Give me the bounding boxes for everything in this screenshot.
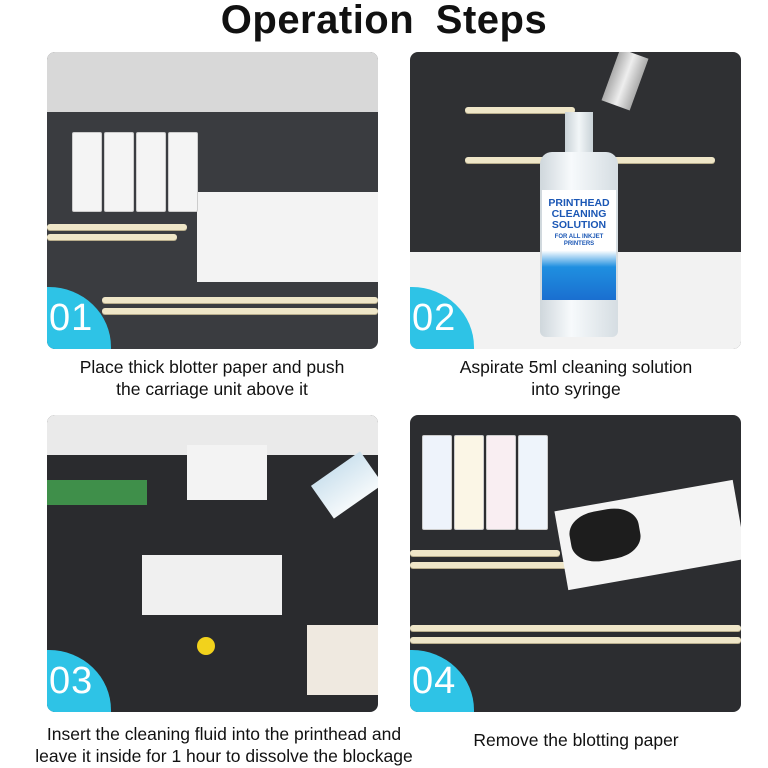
caption-line: leave it inside for 1 hour to dissolve t… — [35, 746, 413, 766]
caption-line: Insert the cleaning fluid into the print… — [46, 724, 402, 744]
step-number-badge: 03 — [47, 650, 111, 712]
caption-line: Place thick blotter paper and push — [79, 357, 345, 377]
step-1-photo: 01 — [47, 52, 378, 349]
label-text: PRINTHEAD — [548, 197, 610, 209]
step-4-photo: 04 — [410, 415, 741, 712]
caption-line: into syringe — [531, 379, 621, 399]
caption-line: Aspirate 5ml cleaning solution — [459, 357, 693, 377]
step-number-badge: 04 — [410, 650, 474, 712]
step-3-caption: Insert the cleaning fluid into the print… — [0, 723, 454, 767]
label-text: SOLUTION — [551, 219, 607, 231]
step-3-photo: 03 — [47, 415, 378, 712]
label-text: PRINTERS — [563, 241, 595, 247]
step-number-badge: 02 — [410, 287, 474, 349]
page-title: Operation Steps — [220, 0, 548, 42]
step-2-photo: PRINTHEAD CLEANING SOLUTION FOR ALL INKJ… — [410, 52, 741, 349]
bottle-label: PRINTHEAD CLEANING SOLUTION FOR ALL INKJ… — [542, 190, 616, 300]
caption-line: Remove the blotting paper — [473, 730, 679, 750]
caption-line: the carriage unit above it — [116, 379, 308, 399]
label-text: FOR ALL INKJET — [554, 234, 604, 240]
step-4-caption: Remove the blotting paper — [384, 729, 768, 751]
label-text: CLEANING — [551, 208, 607, 220]
step-number-badge: 01 — [47, 287, 111, 349]
